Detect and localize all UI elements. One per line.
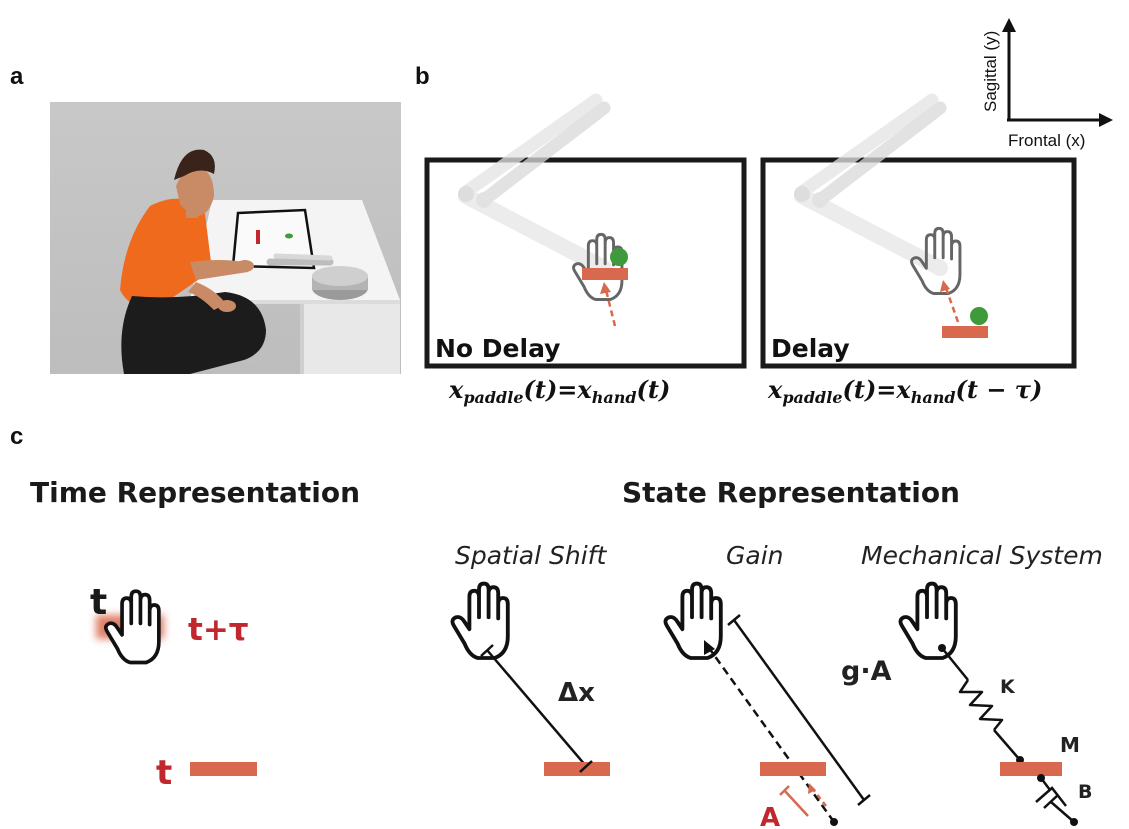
frontal-axis-label: Frontal (x) <box>1008 131 1085 150</box>
hand-icon <box>898 581 958 660</box>
time-representation-title: Time Representation <box>30 476 360 509</box>
no-delay-label: No Delay <box>435 334 560 363</box>
spring-icon <box>958 679 1004 731</box>
state-representation-title: State Representation <box>622 476 960 509</box>
gain-paddle <box>760 762 826 776</box>
gain-diagram: Gain g·A A <box>663 541 892 829</box>
robot-arm-right <box>794 93 948 276</box>
paddle-delay <box>942 326 988 338</box>
m-label: M <box>1060 733 1080 757</box>
mechanical-system-title: Mechanical System <box>861 541 1103 570</box>
spatial-paddle <box>544 762 610 776</box>
panel-label-a: a <box>10 63 24 90</box>
k-label: K <box>1000 676 1016 698</box>
panel-label-b: b <box>415 63 430 90</box>
ball-delay <box>970 307 988 325</box>
arrow-right-icon <box>1099 113 1113 127</box>
sagittal-axis-label: Sagittal (y) <box>981 31 1000 112</box>
b-label: B <box>1078 781 1092 803</box>
a-label: A <box>760 803 780 829</box>
spatial-shift-title: Spatial Shift <box>455 541 607 570</box>
hand-icon <box>103 589 161 665</box>
delta-x-label: Δx <box>558 678 595 708</box>
arrow-up-icon <box>1002 18 1016 32</box>
spatial-shift-diagram: Spatial Shift Δx <box>450 541 610 776</box>
delay-label: Delay <box>771 334 850 363</box>
g-dot-a-label: g·A <box>841 656 892 687</box>
ball-no-delay <box>610 248 628 266</box>
robot-arm-left <box>458 93 612 276</box>
time-paddle <box>190 762 257 776</box>
paddle-no-delay <box>582 268 628 280</box>
hand-icon <box>450 581 510 660</box>
mass-paddle <box>1000 762 1062 776</box>
time-representation-diagram: t t+τ t <box>90 582 257 793</box>
participant-illustration <box>50 102 401 374</box>
axes-indicator: Sagittal (y) Frontal (x) <box>981 18 1113 150</box>
time-t-label: t <box>90 582 107 623</box>
time-t-tau-label: t+τ <box>188 612 249 648</box>
gain-title: Gain <box>726 541 783 570</box>
panel-label-c: c <box>10 423 23 450</box>
hand-icon <box>663 581 723 660</box>
delay-panel: Delay <box>760 93 1077 369</box>
equation-delay: xpaddle(t)=xhand(t − τ) <box>767 375 1042 407</box>
damper-icon <box>1035 786 1075 823</box>
mechanical-system-diagram: Mechanical System K M B <box>861 541 1103 826</box>
no-delay-panel: No Delay <box>424 93 747 369</box>
equation-no-delay: xpaddle(t)=xhand(t) <box>448 375 670 407</box>
time-t-bottom-label: t <box>156 753 172 793</box>
